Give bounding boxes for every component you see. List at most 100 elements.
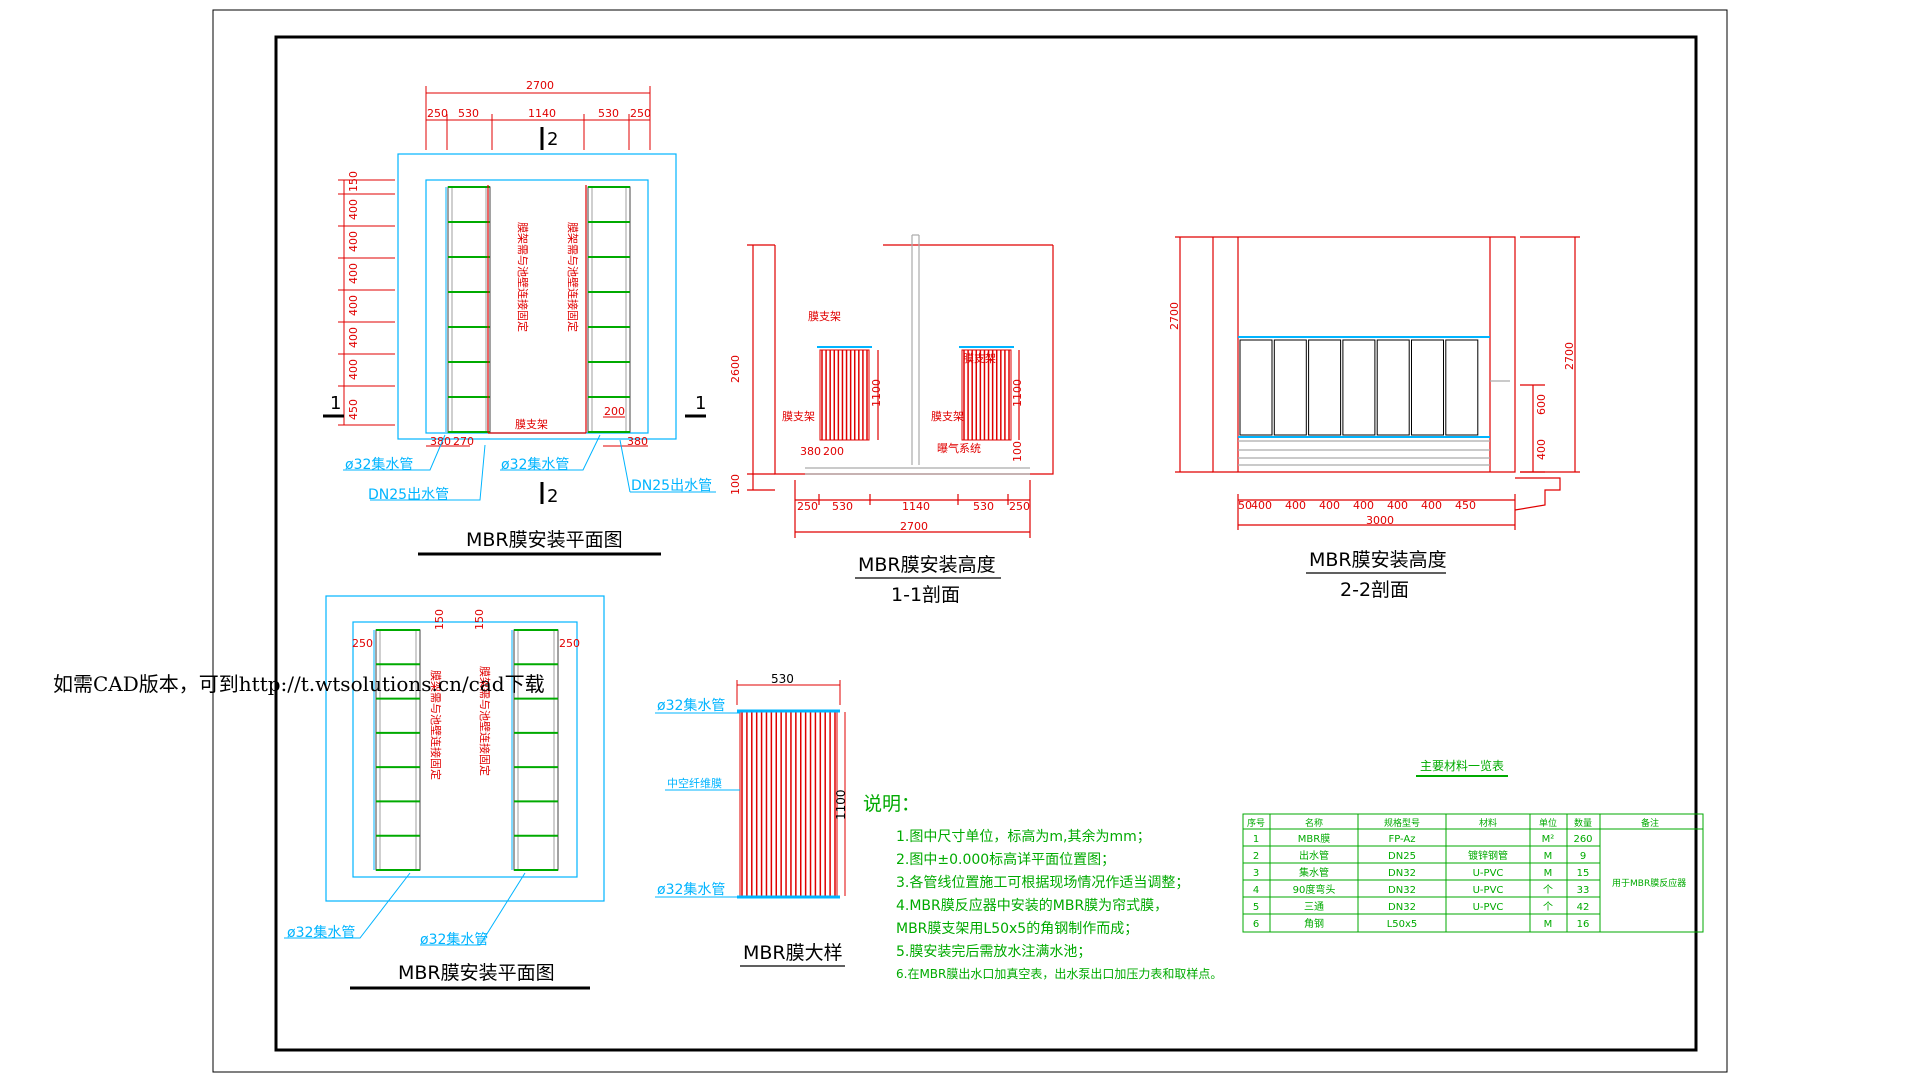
plan-top-label-a: ø32集水管	[345, 456, 413, 473]
membrane-rack	[587, 186, 631, 433]
membrane-rack-inner	[451, 186, 487, 433]
detail-height: 1100	[834, 789, 848, 820]
table-cell: 16	[1577, 919, 1590, 930]
note-4: 4.MBR膜反应器中安装的MBR膜为帘式膜，	[896, 897, 1168, 914]
table-cell: 15	[1577, 868, 1590, 879]
plan-top-left-3: 400	[347, 231, 360, 252]
table-cell: 3	[1253, 868, 1259, 879]
plan-top-pipe-label: 膜支架	[515, 418, 548, 431]
sec11-dim-1: 250	[797, 500, 818, 513]
sec22-dim-7: 400	[1421, 499, 1442, 512]
table-cell: 三通	[1304, 901, 1324, 913]
table-header-cell: 数量	[1574, 817, 1592, 829]
plan-top-label-c: DN25出水管	[368, 487, 449, 503]
sec11-tag-2: 膜支架	[963, 352, 996, 365]
sec22-dim-1: 50	[1238, 499, 1252, 512]
sec11-dim-2: 530	[832, 500, 853, 513]
plan-bottom-d150b: 150	[473, 609, 486, 630]
sec22-title: MBR膜安装高度	[1309, 549, 1447, 571]
detail-top-label: ø32集水管	[657, 697, 725, 714]
table-cell: 33	[1577, 885, 1590, 896]
plan-top-overall: 2700	[526, 79, 554, 92]
sec22-d400: 400	[1535, 439, 1548, 460]
membrane-rack-inner	[591, 186, 627, 433]
table-cell: DN32	[1388, 885, 1416, 896]
sec11-tag-1: 膜支架	[808, 310, 841, 323]
table-cell: 镀锌钢管	[1468, 849, 1508, 862]
detail-width: 530	[771, 672, 794, 686]
plan-top-left-2: 400	[347, 199, 360, 220]
sec22-d600: 600	[1535, 394, 1548, 415]
table-cell: M	[1544, 851, 1553, 862]
plan-top-left-1: 150	[347, 171, 360, 192]
membrane-rack	[375, 629, 421, 871]
table-cell: 90度弯头	[1293, 883, 1336, 896]
detail-title: MBR膜大样	[743, 942, 843, 964]
table-cell: U-PVC	[1473, 885, 1504, 896]
sec11-overall: 2700	[900, 520, 928, 533]
plan-top: 2700 250 530 1140 530 250 150 400 400 40…	[323, 79, 716, 556]
table-cell: M	[1544, 919, 1553, 930]
sec11-small-1: 380	[800, 445, 821, 458]
plan-top-left-8: 450	[347, 399, 360, 420]
sec11-tag-3: 膜支架	[782, 410, 815, 423]
table-cell: 集水管	[1299, 866, 1329, 879]
outer-frame	[212, 9, 1728, 1073]
note-1: 1.图中尺寸单位，标高为m,其余为mm；	[896, 828, 1151, 845]
sec22-dim-4: 400	[1319, 499, 1340, 512]
sec22-dim-8: 450	[1455, 499, 1476, 512]
sec11-small-2: 200	[823, 445, 844, 458]
table-remark: 用于MBR膜反应器	[1612, 877, 1686, 889]
membrane-module	[1308, 339, 1342, 436]
plan-top-left-7: 400	[347, 359, 360, 380]
note-7: 6.在MBR膜出水口加真空表，出水泵出口加压力表和取样点。	[896, 966, 1222, 981]
table-cell: MBR膜	[1298, 833, 1330, 845]
plan-top-note-right: 膜架需与池壁连接固定	[566, 222, 580, 332]
table-header-cell: 名称	[1305, 817, 1323, 829]
section-mark-1-right: 1	[695, 393, 706, 414]
table-cell: 1	[1253, 834, 1259, 845]
table-cell: M	[1544, 868, 1553, 879]
sec11-dim-5: 250	[1009, 500, 1030, 513]
plan-bottom-label-a: ø32集水管	[287, 924, 355, 941]
table-cell: DN32	[1388, 902, 1416, 913]
sec22-height-r: 2700	[1563, 342, 1576, 370]
sec11-module-h: 1100	[870, 379, 883, 407]
membrane-rack-inner	[517, 629, 555, 871]
membrane-module	[1342, 339, 1376, 436]
table-cell: U-PVC	[1473, 902, 1504, 913]
sec11-height: 2600	[729, 355, 742, 383]
plan-top-label-d: DN25出水管	[631, 478, 712, 494]
table-cell: DN32	[1388, 868, 1416, 879]
plan-top-bottom-3: 200	[604, 405, 625, 418]
plan-bottom-d150a: 150	[433, 609, 446, 630]
plan-bottom-note-right: 膜架需与池壁连接固定	[478, 666, 492, 776]
notes-heading: 说明：	[863, 793, 920, 815]
plan-top-bottom-4: 380	[627, 435, 648, 448]
table-cell: 260	[1573, 834, 1592, 845]
plan-top-dim-4: 530	[598, 107, 619, 120]
plan-bottom-note-left: 膜架需与池壁连接固定	[429, 670, 443, 780]
sec11-title: MBR膜安装高度	[858, 554, 996, 576]
inner-frame	[274, 35, 1698, 1052]
table-cell: L50x5	[1387, 919, 1418, 930]
plan-top-label-b: ø32集水管	[501, 456, 569, 473]
sec22-overall: 3000	[1366, 514, 1394, 527]
table-title: 主要材料一览表	[1420, 758, 1504, 773]
section-1-1: 2600 100 1100 1100 100 380 200 250 530 1…	[729, 234, 1054, 606]
sec11-module-h2: 1100	[1011, 379, 1024, 407]
membrane-module	[1376, 339, 1410, 436]
plan-top-bottom-2: 270	[453, 435, 474, 448]
section-2-2: 2700 2700 600 400 50 400 400 400 400 400…	[1168, 236, 1580, 601]
sec22-height-l: 2700	[1168, 302, 1181, 330]
sec11-tag-4: 膜支架	[931, 410, 964, 423]
membrane-rack	[447, 186, 491, 433]
table-cell: M²	[1542, 834, 1555, 845]
plan-top-left-5: 400	[347, 295, 360, 316]
plan-bottom-label-b: ø32集水管	[420, 931, 488, 948]
plan-top-left-6: 400	[347, 327, 360, 348]
membrane-module	[1411, 339, 1444, 436]
table-cell: 角钢	[1304, 917, 1324, 930]
table-cell: 6	[1253, 919, 1259, 930]
